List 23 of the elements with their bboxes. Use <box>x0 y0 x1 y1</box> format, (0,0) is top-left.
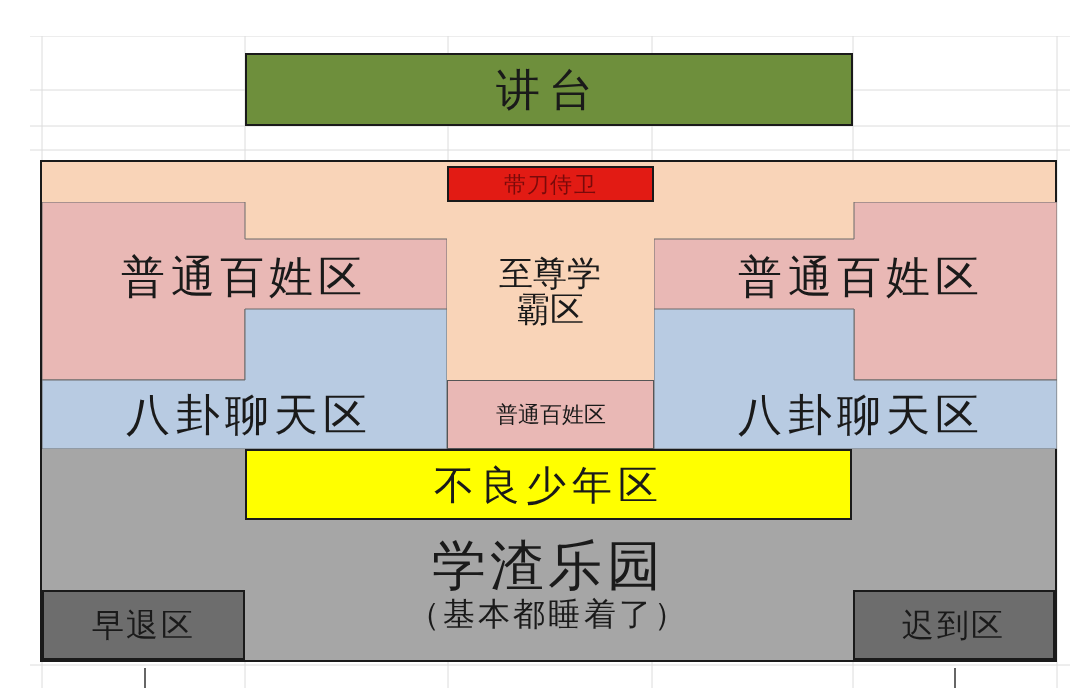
zone-label: 不良少年区 <box>433 460 664 510</box>
seating-zone <box>42 449 1055 660</box>
seating-zone <box>447 380 654 449</box>
zone-label: 迟到区 <box>902 605 1006 646</box>
seating-zone <box>245 449 852 520</box>
zone-label: 八卦聊天区 <box>126 388 373 442</box>
seating-zone <box>42 202 447 380</box>
zone-label: 学渣乐园 <box>431 535 666 595</box>
podium-block <box>245 53 853 126</box>
zone-label: 普通百姓区 <box>121 250 368 304</box>
seating-zone <box>853 590 1055 660</box>
zone-label: 讲台 <box>496 62 602 117</box>
seating-zone <box>654 202 1057 380</box>
zone-label: （基本都睡着了） <box>407 595 690 634</box>
zone-label: 八卦聊天区 <box>738 388 985 442</box>
guard-zone <box>447 166 654 202</box>
zone-label: 至尊学霸区 <box>498 256 603 328</box>
seating-zone <box>42 590 245 660</box>
classroom-floor <box>40 160 1057 662</box>
zone-label: 普通百姓区 <box>738 250 985 304</box>
zone-label: 普通百姓区 <box>495 401 606 429</box>
zone-label: 带刀侍卫 <box>504 170 597 199</box>
zone-label: 早退区 <box>91 605 196 646</box>
